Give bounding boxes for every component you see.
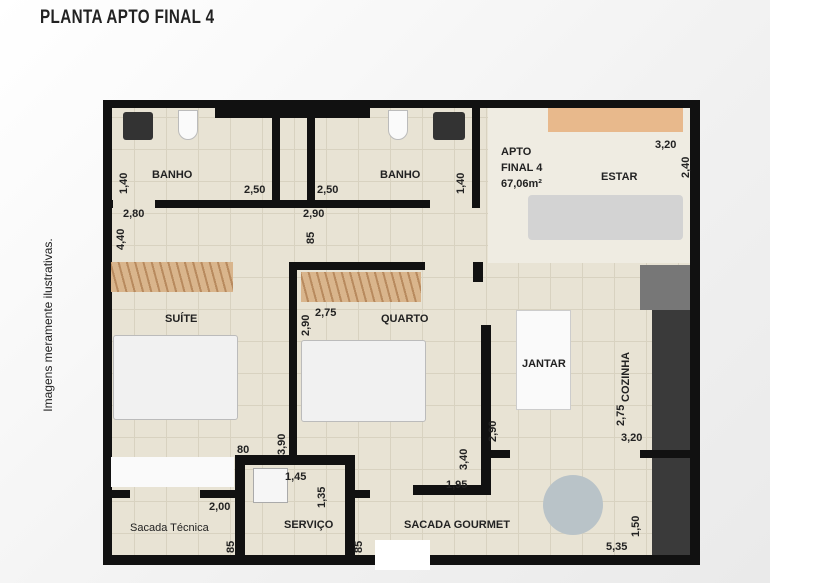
dimension: 1,45 xyxy=(285,471,307,483)
dimension: 85 xyxy=(225,540,237,553)
wall xyxy=(103,100,112,565)
dimension: 85 xyxy=(305,231,317,244)
sink-icon xyxy=(433,112,465,140)
apartment-area: 67,06m² xyxy=(501,178,542,190)
wall xyxy=(490,450,510,458)
dimension: 2,90 xyxy=(303,208,325,220)
wall xyxy=(103,100,700,108)
dimension: 3,40 xyxy=(458,448,470,470)
apartment-label: FINAL 4 xyxy=(501,162,543,174)
washer-icon xyxy=(253,468,288,503)
dimension: 1,40 xyxy=(455,172,467,194)
room-banho: BANHO xyxy=(380,169,421,181)
kitchen-counter xyxy=(652,310,690,555)
wall xyxy=(103,490,130,498)
wall xyxy=(640,450,690,458)
dimension: 1,40 xyxy=(118,172,130,194)
bed-icon xyxy=(113,335,238,420)
fridge-icon xyxy=(640,265,690,310)
room-jantar: JANTAR xyxy=(522,358,566,370)
wall xyxy=(235,455,245,565)
dimension: 2,75 xyxy=(315,307,337,319)
wardrobe xyxy=(301,272,421,302)
dimension: 80 xyxy=(237,444,250,456)
page-title: PLANTA APTO FINAL 4 xyxy=(40,7,215,28)
dimension: 2,50 xyxy=(244,184,266,196)
dimension: 2,75 xyxy=(615,404,627,426)
shaft-wall xyxy=(307,108,315,200)
dimension: 4,40 xyxy=(115,228,127,250)
dimension: 3,20 xyxy=(655,139,677,151)
round-table xyxy=(543,475,603,535)
floor-plan xyxy=(103,100,700,570)
room-servico: SERVIÇO xyxy=(284,519,334,531)
dimension: 5,35 xyxy=(606,541,628,553)
room-cozinha: COZINHA xyxy=(620,351,632,402)
toilet-icon xyxy=(178,110,198,140)
wall xyxy=(481,325,491,495)
wardrobe xyxy=(111,262,233,292)
wall xyxy=(289,262,297,457)
dimension: 2,90 xyxy=(300,314,312,336)
wall xyxy=(472,108,480,208)
shaft-wall xyxy=(272,108,280,200)
room-sacada-gourmet: SACADA GOURMET xyxy=(404,519,510,531)
wall xyxy=(103,200,113,208)
disclaimer: Imagens meramente ilustrativas. xyxy=(41,238,55,412)
sofa-icon xyxy=(528,195,683,240)
dimension: 85 xyxy=(353,540,365,553)
dimension: 2,80 xyxy=(123,208,145,220)
wall xyxy=(289,262,425,270)
dimension: 2,00 xyxy=(209,501,231,513)
dimension: 1,50 xyxy=(630,515,642,537)
logo xyxy=(375,540,430,570)
wall xyxy=(235,455,355,465)
room-banho: BANHO xyxy=(152,169,193,181)
bed-icon xyxy=(301,340,426,422)
toilet-icon xyxy=(388,110,408,140)
wall xyxy=(355,490,370,498)
wall xyxy=(215,100,370,118)
wall xyxy=(413,485,491,495)
dimension: 3,20 xyxy=(621,432,643,444)
dimension: 2,90 xyxy=(487,420,499,442)
wall xyxy=(690,100,700,565)
dimension: 1,95 xyxy=(446,479,468,491)
dimension: 2,40 xyxy=(680,156,692,178)
wall xyxy=(473,262,483,282)
room-quarto: QUARTO xyxy=(381,313,429,325)
wall xyxy=(200,490,238,498)
room-sacada-tecnica: Sacada Técnica xyxy=(130,522,209,534)
tv-rack xyxy=(548,108,683,132)
room-estar: ESTAR xyxy=(601,171,638,183)
wall xyxy=(155,200,430,208)
dimension: 2,50 xyxy=(317,184,339,196)
apartment-label: APTO xyxy=(501,146,532,158)
desk xyxy=(111,457,234,487)
dimension: 3,90 xyxy=(276,433,288,455)
dining-table xyxy=(516,310,571,410)
sink-icon xyxy=(123,112,153,140)
room-suite: SUÍTE xyxy=(165,313,198,325)
wall xyxy=(345,455,355,565)
dimension: 1,35 xyxy=(316,486,328,508)
